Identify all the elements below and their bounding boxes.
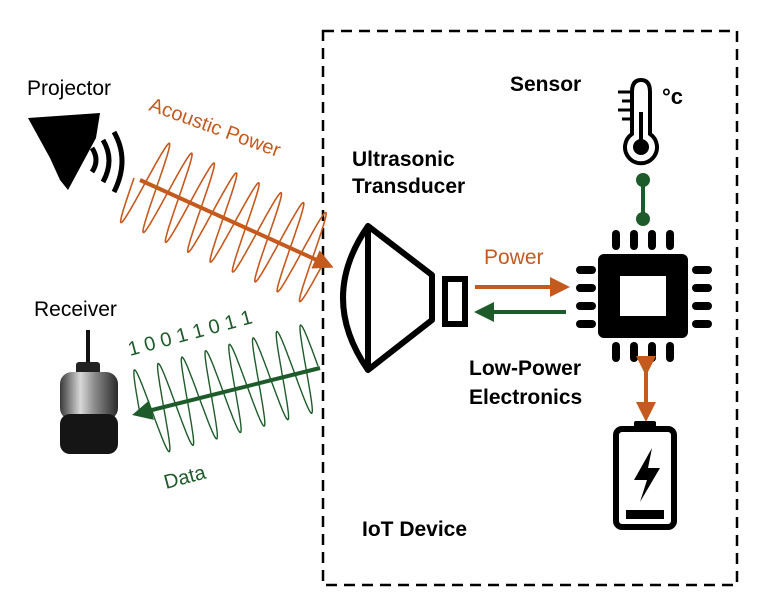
acoustic-wave (119, 142, 327, 303)
ultrasonic-transducer-icon (340, 223, 468, 373)
degree-unit-label: °c (662, 84, 683, 109)
receiver-label: Receiver (34, 298, 117, 321)
sensor-connector (636, 173, 650, 226)
sensor-label: Sensor (510, 73, 581, 96)
projector-icon (28, 113, 125, 194)
acoustic-power-label: Acoustic Power (146, 94, 283, 162)
microchip-icon (576, 230, 712, 362)
acoustic-power-arrow (139, 178, 334, 269)
power-label: Power (484, 246, 544, 269)
transducer-label-line1: Ultrasonic (352, 148, 455, 171)
thermometer-icon (618, 77, 659, 166)
data-label: Data (162, 461, 209, 493)
data-arrow (132, 366, 321, 420)
iot-device-boundary (321, 29, 739, 587)
data-wave (133, 324, 319, 453)
electronics-label-line1: Low-Power (469, 357, 581, 380)
battery-icon (613, 421, 677, 530)
electronics-label-line2: Electronics (469, 386, 582, 409)
receiver-icon (60, 330, 118, 454)
iot-device-label: IoT Device (362, 518, 467, 541)
transducer-label-line2: Transducer (352, 175, 465, 198)
data-bits-label: 1 0 0 1 1 0 1 1 (126, 306, 255, 360)
projector-label: Projector (27, 77, 111, 100)
